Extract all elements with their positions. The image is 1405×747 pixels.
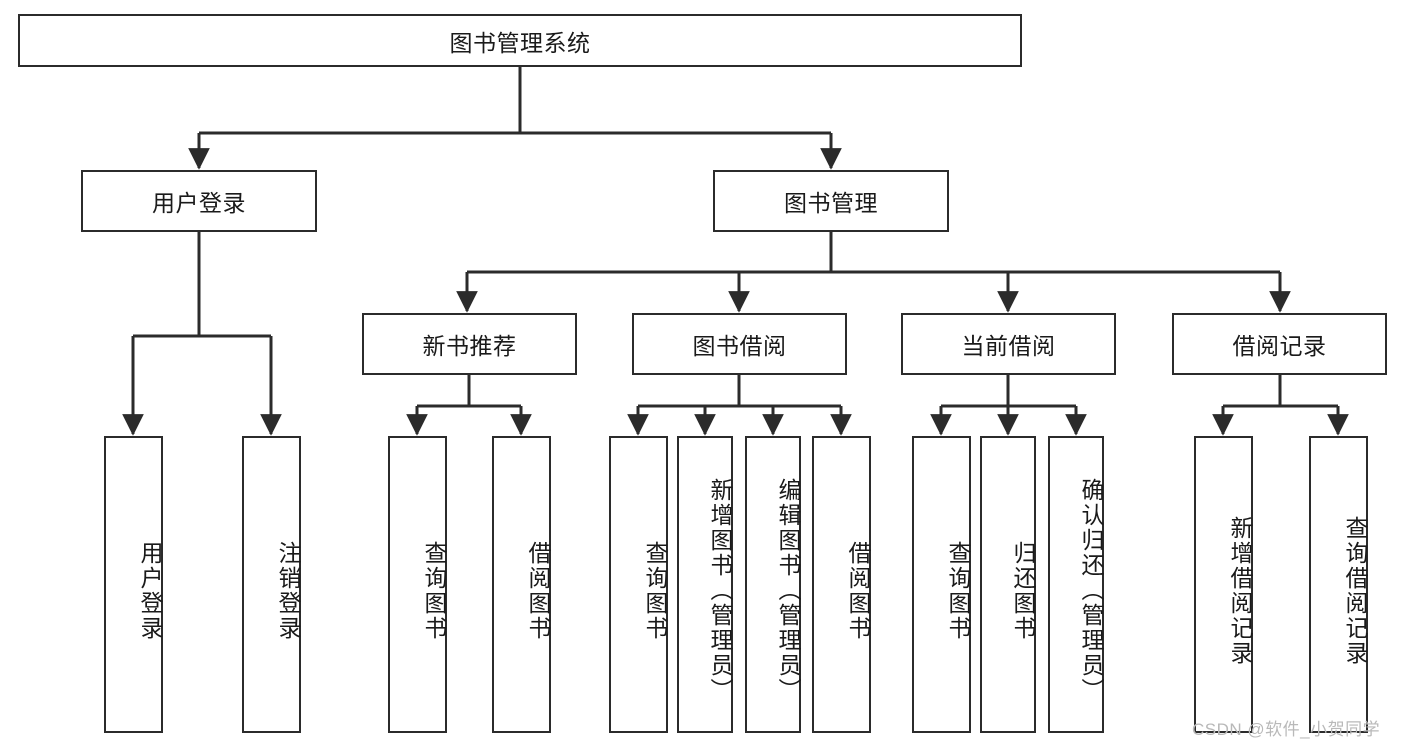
node-label: 用户登录 [137,540,163,641]
node-label: 图书借阅 [692,333,787,359]
node-label: 归还图书 [1010,540,1036,641]
node-borrow-record[interactable]: 借阅记录 [1172,313,1387,375]
leaf-current-return-book[interactable]: 归还图书 [980,436,1036,733]
node-label: 注销登录 [275,540,301,641]
leaf-recommend-borrow-book[interactable]: 借阅图书 [492,436,551,733]
csdn-watermark: CSDN @软件_小贺同学 [1192,720,1381,739]
node-label: 新书推荐 [422,333,517,359]
node-label: 用户登录 [152,190,246,216]
leaf-record-query-borrow-record[interactable]: 查询借阅记录 [1309,436,1368,733]
leaf-borrow-query-book[interactable]: 查询图书 [609,436,668,733]
node-book-management[interactable]: 图书管理 [713,170,949,232]
node-root-book-management-system[interactable]: 图书管理系统 [18,14,1022,67]
node-label: 图书管理 [784,190,878,216]
node-label: 新增图书（管理员） [707,478,733,703]
node-label: 确认归还（管理员） [1078,478,1104,703]
leaf-current-confirm-return-admin[interactable]: 确认归还（管理员） [1048,436,1104,733]
leaf-borrow-add-book-admin[interactable]: 新增图书（管理员） [677,436,733,733]
leaf-record-add-borrow-record[interactable]: 新增借阅记录 [1194,436,1253,733]
node-book-borrow[interactable]: 图书借阅 [632,313,847,375]
node-label: 借阅图书 [525,540,551,641]
node-label: 图书管理系统 [449,29,591,56]
leaf-borrow-edit-book-admin[interactable]: 编辑图书（管理员） [745,436,801,733]
node-label: 编辑图书（管理员） [775,478,801,703]
node-current-borrow[interactable]: 当前借阅 [901,313,1116,375]
leaf-borrow-borrow-book[interactable]: 借阅图书 [812,436,871,733]
node-user-login[interactable]: 用户登录 [81,170,317,232]
node-label: 新增借阅记录 [1227,515,1253,666]
leaf-recommend-query-book[interactable]: 查询图书 [388,436,447,733]
leaf-user-login[interactable]: 用户登录 [104,436,163,733]
node-label: 借阅图书 [845,540,871,641]
leaf-user-logout[interactable]: 注销登录 [242,436,301,733]
node-label: 查询图书 [945,540,971,641]
node-new-book-recommend[interactable]: 新书推荐 [362,313,577,375]
node-label: 查询借阅记录 [1342,515,1368,666]
node-label: 查询图书 [642,540,668,641]
node-label: 当前借阅 [961,333,1056,359]
node-label: 借阅记录 [1232,333,1327,359]
node-label: 查询图书 [421,540,447,641]
leaf-current-query-book[interactable]: 查询图书 [912,436,971,733]
